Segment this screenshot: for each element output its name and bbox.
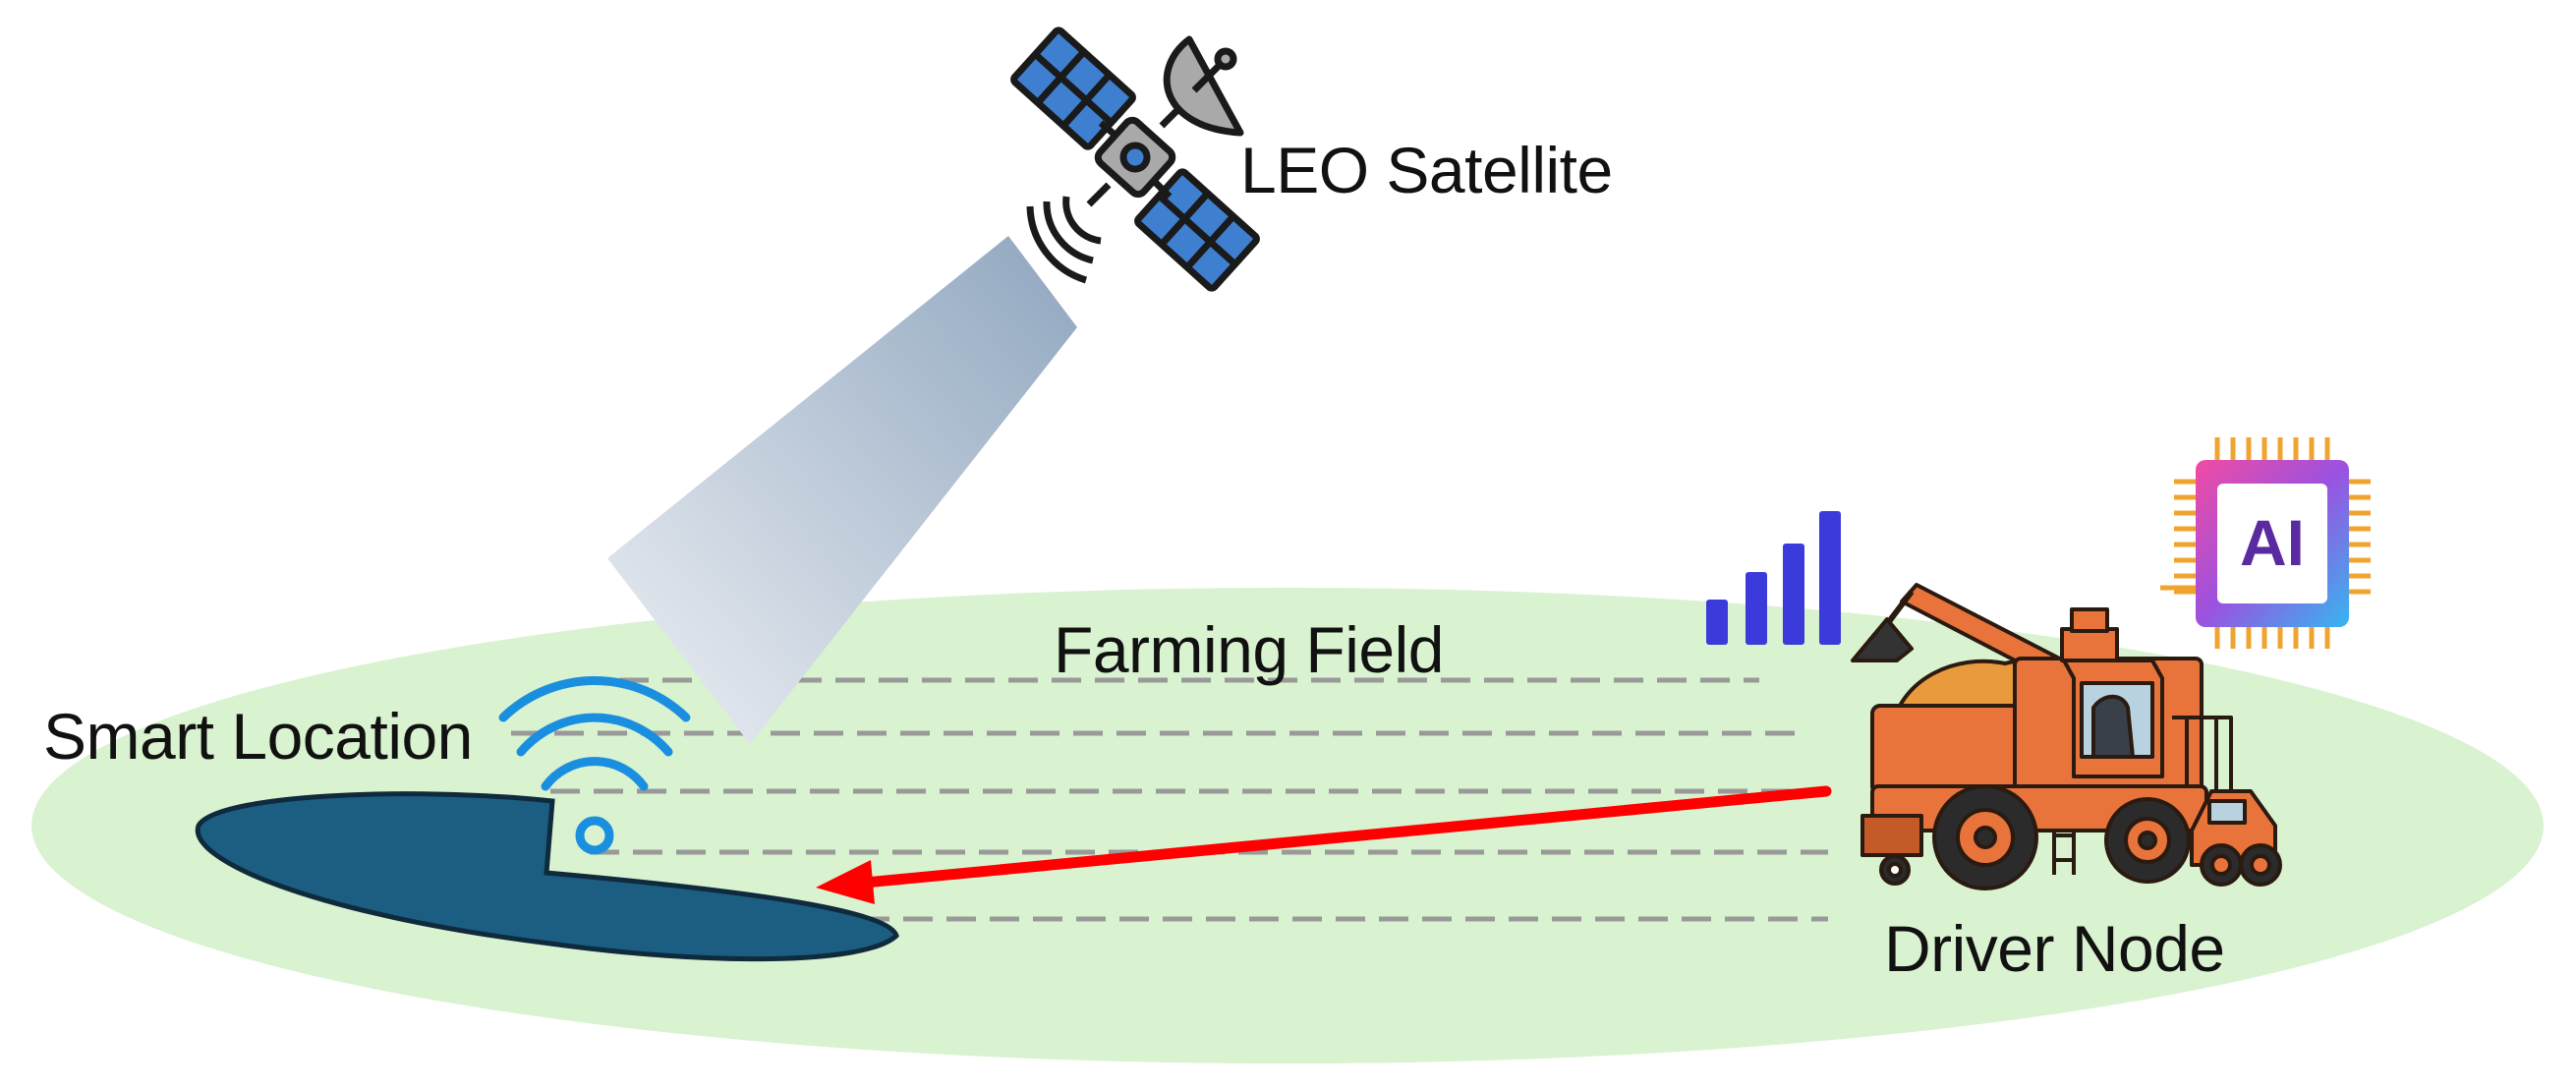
smart-location-pond <box>195 791 899 962</box>
satellite-label: LEO Satellite <box>1240 134 1613 206</box>
signal-bars-icon <box>1706 511 1841 645</box>
driver-node-label: Driver Node <box>1884 912 2225 985</box>
ai-chip-label: AI <box>2240 506 2305 579</box>
farming-field-label: Farming Field <box>1054 613 1444 686</box>
ai-chip-icon: AI <box>2160 437 2371 649</box>
satellite-beam <box>607 236 1077 744</box>
wifi-icon <box>498 675 691 855</box>
smart-location-label: Smart Location <box>43 700 473 773</box>
harvester-icon <box>1851 583 2282 890</box>
link-arrow <box>816 785 1832 904</box>
satellite-icon <box>1010 27 1260 292</box>
